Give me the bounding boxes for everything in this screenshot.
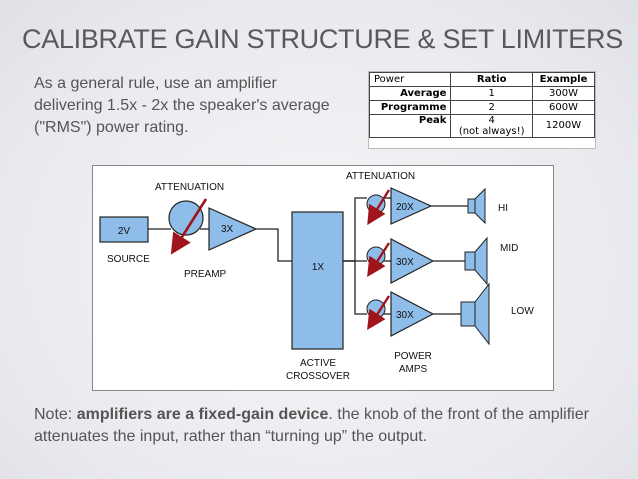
header-ratio: Ratio <box>450 72 533 87</box>
source-block <box>99 216 149 243</box>
signal-chain-diagram: 2V SOURCE ATTENUATION 3X PREAMP 1X ACTIV… <box>92 165 554 391</box>
example-programme: 600W <box>531 100 595 115</box>
note-text: Note: amplifiers are a fixed-gain device… <box>34 404 624 448</box>
attenuation-left-label: ATTENUATION <box>155 182 224 193</box>
intro-text: As a general rule, use an amplifier deli… <box>34 75 330 136</box>
crossover-label-1: ACTIVE <box>300 358 336 369</box>
low-speaker <box>460 282 490 346</box>
ratio-peak: 4 (not always!) <box>450 114 533 138</box>
hi-attenuation-arrow <box>367 189 391 226</box>
header-power: Power <box>369 72 452 87</box>
note-suffix: . the knob of the front of the amplifier… <box>34 406 589 445</box>
preamp-block <box>208 207 258 251</box>
hi-amp-gain: 20X <box>396 202 414 213</box>
mid-amp-block <box>390 238 435 284</box>
note-prefix: Note: <box>34 406 77 423</box>
mid-amp-gain: 30X <box>396 257 414 268</box>
power-ratio-table: Power Ratio Example Average 1 300W Progr… <box>368 71 596 149</box>
row-label-average: Average <box>369 86 452 101</box>
preamp-gain: 3X <box>221 224 234 235</box>
driver-label-low: LOW <box>511 306 534 317</box>
ratio-peak-value: 4 <box>488 115 495 126</box>
ratio-programme: 2 <box>450 100 533 115</box>
ratio-average: 1 <box>450 86 533 101</box>
attenuation-arrow <box>170 198 208 255</box>
source-value: 2V <box>118 226 131 237</box>
hi-amp-block <box>390 187 433 225</box>
mid-attenuation-arrow <box>367 242 391 278</box>
crossover-block <box>291 211 344 350</box>
crossover-label-2: CROSSOVER <box>286 371 350 382</box>
table-row: Average 1 300W <box>369 86 595 101</box>
header-example: Example <box>531 72 595 87</box>
diagram-svg: 2V SOURCE ATTENUATION 3X PREAMP 1X ACTIV… <box>99 171 534 382</box>
slide-title: CALIBRATE GAIN STRUCTURE & SET LIMITERS <box>22 24 623 54</box>
example-average: 300W <box>531 86 595 101</box>
note-bold: amplifiers are a fixed-gain device <box>76 406 329 423</box>
power-amps-label-2: AMPS <box>399 364 428 375</box>
table-header-row: Power Ratio Example <box>369 72 595 87</box>
hi-channel: 20X <box>366 187 433 226</box>
driver-label-mid: MID <box>500 243 518 254</box>
signal-wires <box>148 197 468 315</box>
driver-label-hi: HI <box>498 203 508 214</box>
mid-channel: 30X <box>366 238 435 284</box>
hi-speaker <box>467 187 486 225</box>
power-amps-label-1: POWER <box>394 351 432 362</box>
low-channel: 30X <box>366 291 435 337</box>
attenuation-top-label: ATTENUATION <box>346 171 415 182</box>
crossover-gain: 1X <box>312 262 325 273</box>
row-label-peak: Peak <box>369 114 452 138</box>
low-attenuation-arrow <box>367 295 391 331</box>
table-row: Programme 2 600W <box>369 100 595 115</box>
ratio-peak-note: (not always!) <box>458 126 525 137</box>
table-row: Peak 4 (not always!) 1200W <box>369 114 595 138</box>
example-peak: 1200W <box>531 114 595 138</box>
low-amp-gain: 30X <box>396 310 414 321</box>
preamp-label: PREAMP <box>184 269 227 280</box>
low-amp-block <box>390 291 435 337</box>
mid-speaker <box>464 236 488 286</box>
source-label: SOURCE <box>107 254 150 265</box>
row-label-programme: Programme <box>369 100 452 115</box>
